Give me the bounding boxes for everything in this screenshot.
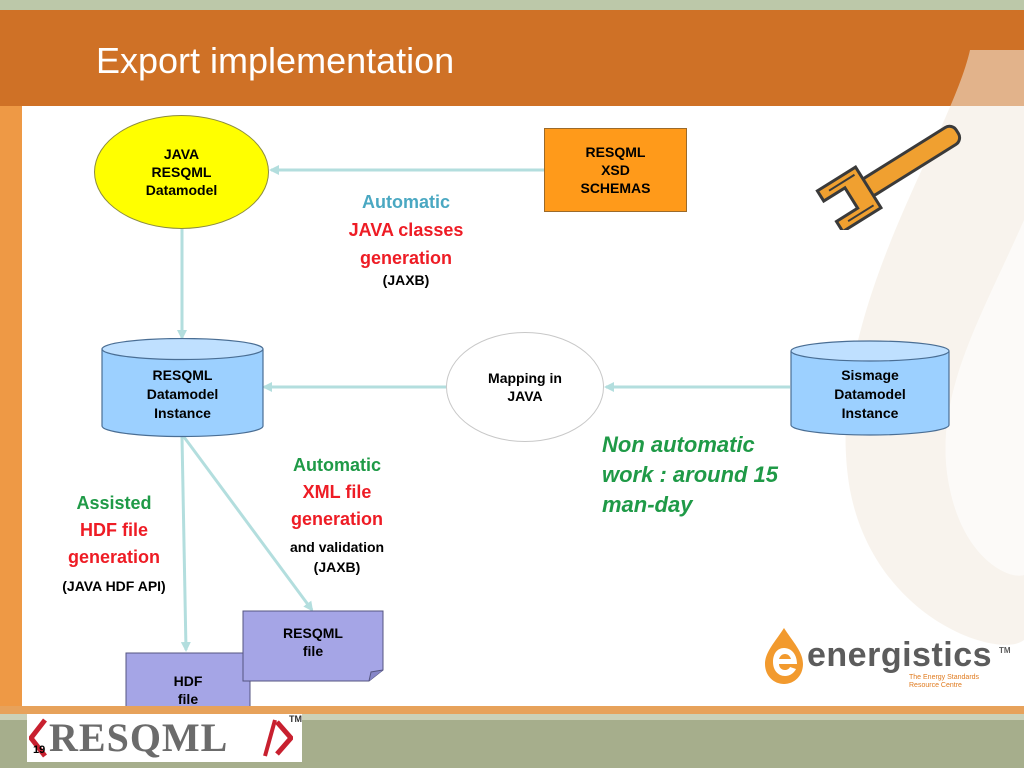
xsd-schemas-node: RESQML XSD SCHEMAS [544,128,687,212]
resqml-instance-line-1: RESQML [152,367,213,383]
resqml-logo: RESQML TM [27,714,302,762]
hdf-gen-line-2: HDF file [79,520,148,540]
hdf-gen-note: (JAVA HDF API) [62,578,166,594]
java-datamodel-line-2: RESQML [151,164,212,180]
xml-gen-line-2: XML file [302,482,372,502]
xml-gen-note-1: and validation [289,539,385,555]
xml-gen-note-2: (JAXB) [313,559,361,575]
slash-greater-than-icon [263,719,293,757]
resqml-file-line-1: RESQML [283,625,343,641]
java-gen-note: (JAXB) [382,272,430,288]
java-gen-line-2: JAVA classes [348,220,464,240]
hdf-file-line-1: HDF [173,673,203,689]
java-datamodel-line-1: JAVA [163,146,200,162]
xml-generation-label: Automatic XML file generation and valida… [262,452,412,577]
energistics-logo: energistics TM The Energy Standards Reso… [755,622,1020,696]
manual-line-2: work : around 15 [602,462,779,487]
java-gen-line-3: generation [359,248,452,268]
resqml-file-line-2: file [302,643,324,659]
xsd-line-2: XSD [601,162,630,178]
hdf-file-line-2: file [177,691,199,707]
sismage-instance-node: Sismage Datamodel Instance [790,340,950,436]
java-gen-line-1: Automatic [361,192,450,212]
page-number: 19 [33,744,46,756]
manual-line-3: man-day [602,492,693,517]
manual-work-label: Non automatic work : around 15 man-day [602,430,778,520]
footer-band-2 [0,714,1024,720]
sismage-line-3: Instance [841,405,899,421]
energistics-wordmark: energistics [807,636,993,674]
sismage-instance-cylinder [790,340,950,436]
arrow-instance-to-resqml-file [182,436,314,612]
less-than-icon [29,718,47,758]
xml-gen-line-1: Automatic [292,455,381,475]
hdf-gen-line-3: generation [67,547,160,567]
java-datamodel-node: JAVA RESQML Datamodel [94,115,269,229]
resqml-tm: TM [289,714,302,724]
java-generation-label: Automatic JAVA classes generation (JAXB) [316,188,496,288]
energistics-tagline-1: The Energy Standards [909,674,980,681]
energistics-tagline: The Energy Standards Resource Centre [909,674,979,690]
java-datamodel-line-3: Datamodel [145,182,218,198]
resqml-instance-cylinder [101,338,264,438]
hdf-gen-line-1: Assisted [76,493,152,513]
mapping-line-1: Mapping in [488,370,562,386]
mapping-line-2: JAVA [507,388,543,404]
sismage-line-1: Sismage [841,367,899,383]
energistics-tm: TM [999,646,1011,655]
resqml-instance-line-3: Instance [154,405,211,421]
energistics-logo-icon [765,628,803,684]
resqml-instance-node: RESQML Datamodel Instance [101,338,264,438]
resqml-file-document [242,610,384,682]
wrench-icon [815,124,962,230]
sismage-line-2: Datamodel [834,386,906,402]
resqml-instance-line-2: Datamodel [146,386,219,402]
resqml-wordmark: RESQML [49,715,229,760]
mapping-node: Mapping in JAVA [446,332,604,442]
energistics-tagline-2: Resource Centre [909,682,962,689]
top-stripe [0,0,1024,10]
xsd-line-3: SCHEMAS [580,180,651,196]
manual-line-1: Non automatic [602,432,755,457]
header-bar [0,10,1024,106]
slide-title: Export implementation [96,40,455,81]
hdf-generation-label: Assisted HDF file generation (JAVA HDF A… [40,490,188,597]
resqml-file-node: RESQML file [242,610,384,682]
footer-band [0,706,1024,714]
xsd-line-1: RESQML [585,144,646,160]
arrow-instance-to-hdf-file [180,436,191,652]
xml-gen-line-3: generation [290,509,383,529]
